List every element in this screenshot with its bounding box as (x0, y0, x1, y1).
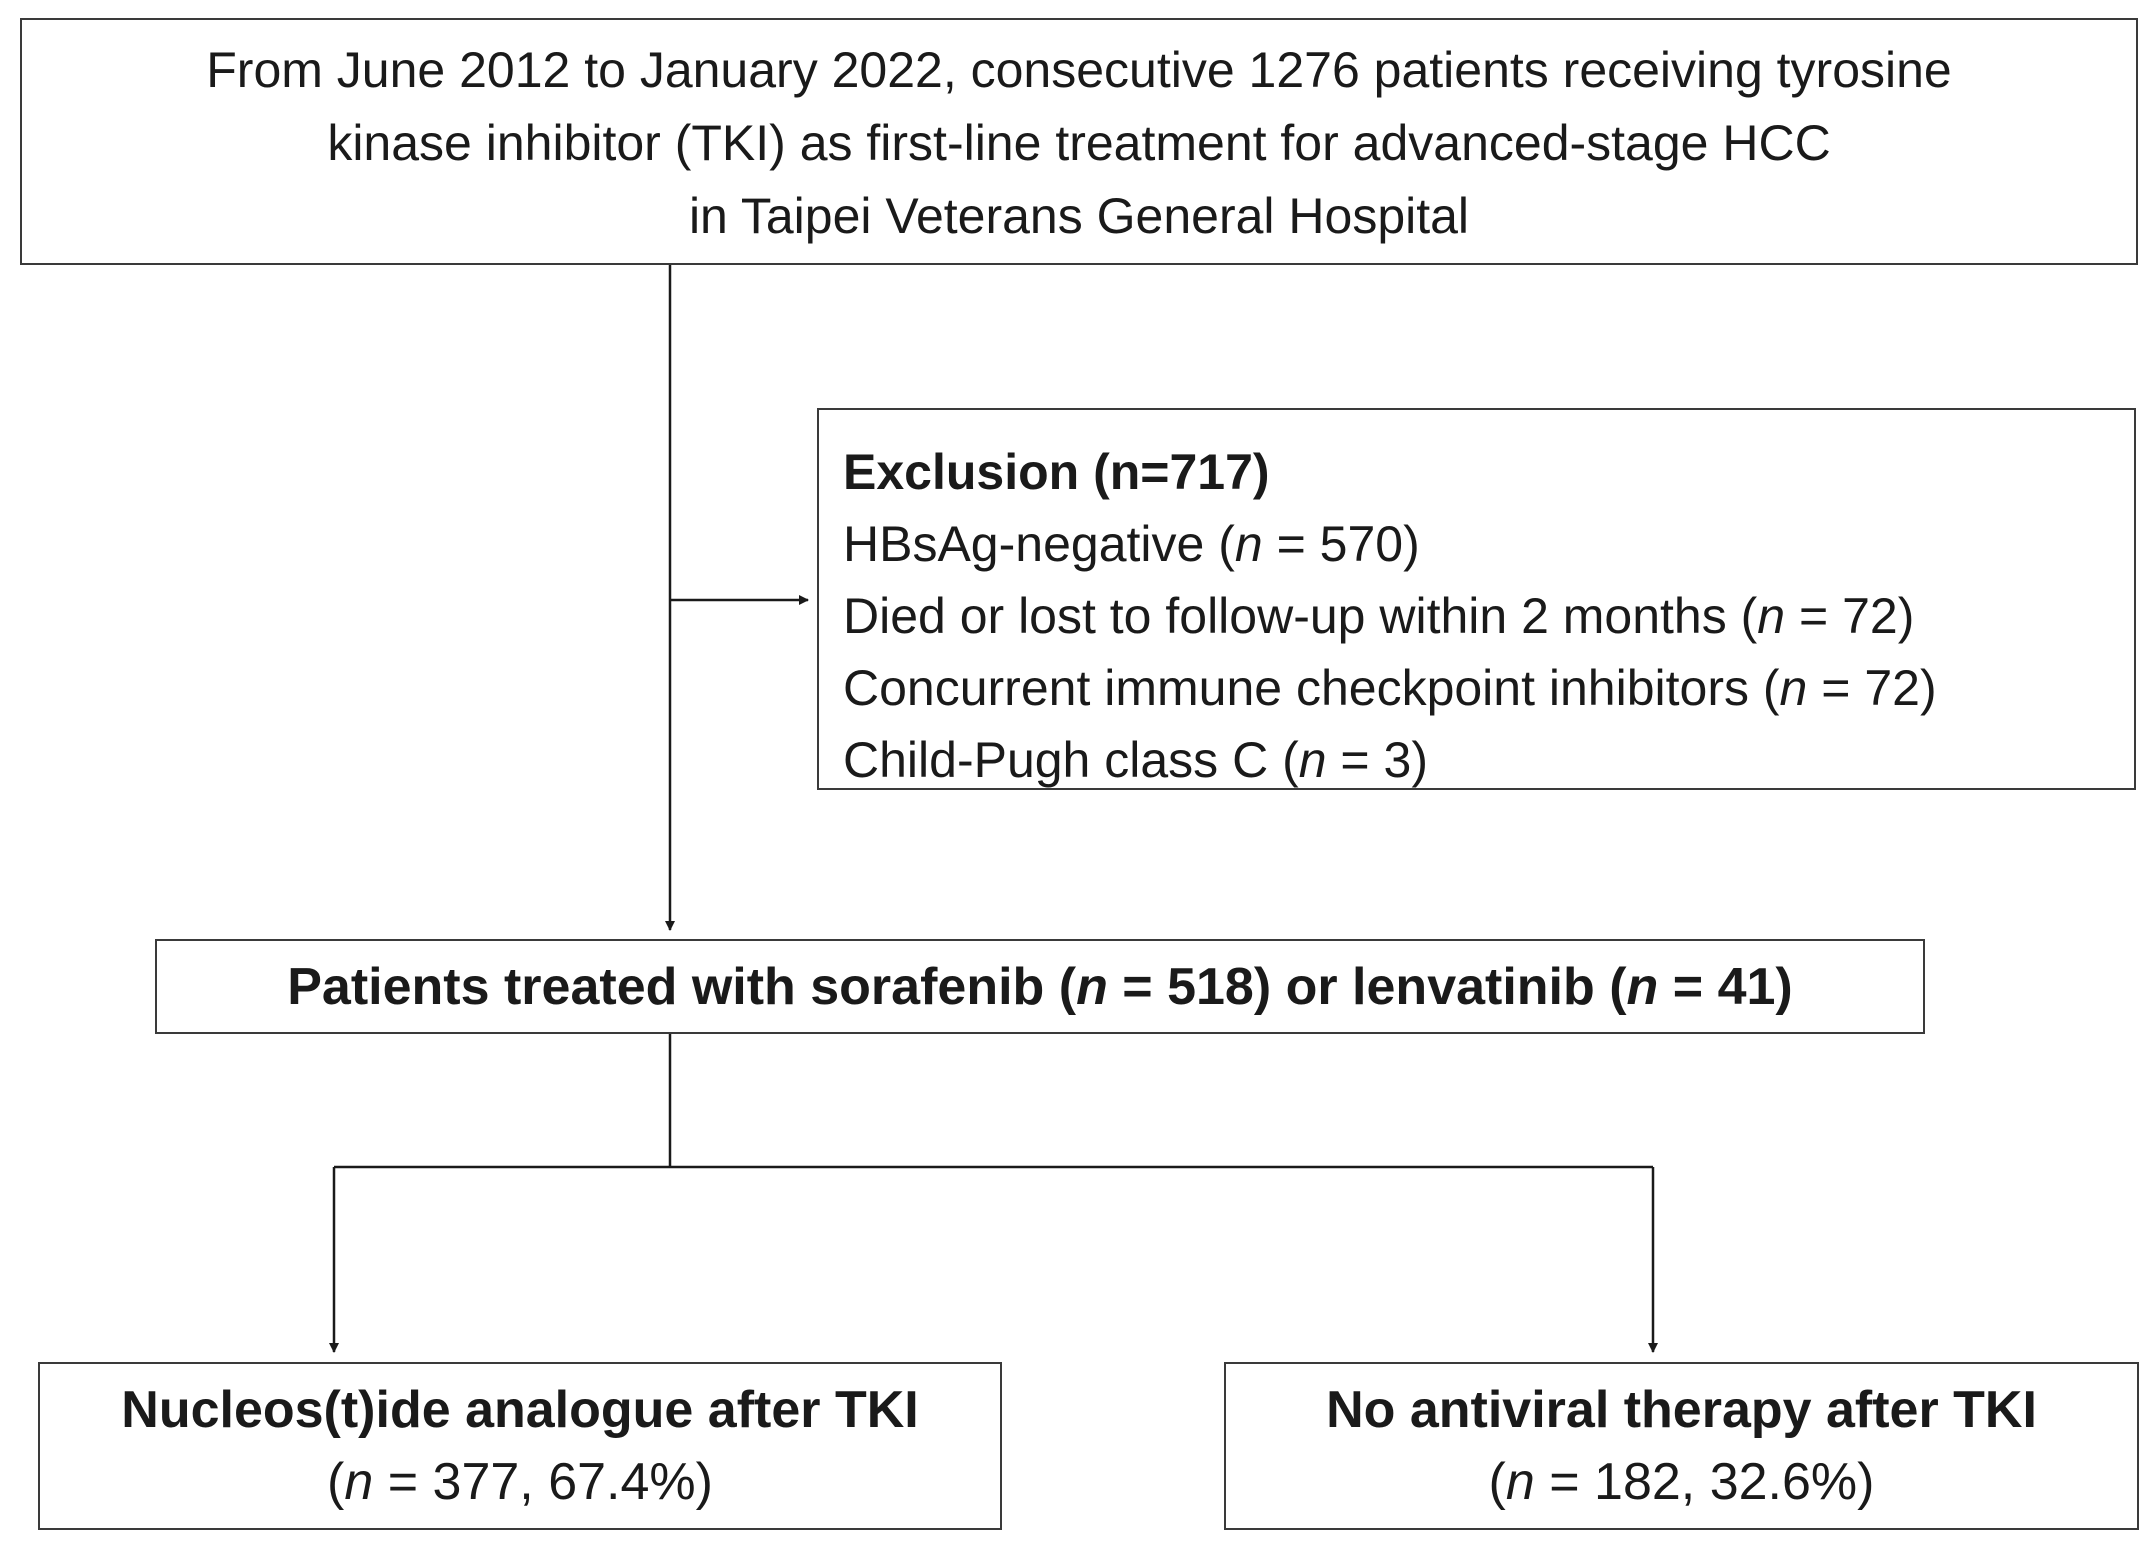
exclusion-box: Exclusion (n=717) HBsAg-negative (n = 57… (817, 408, 2136, 790)
exclusion-item: Concurrent immune checkpoint inhibitors … (843, 660, 1937, 716)
exclusion-item: Died or lost to follow-up within 2 month… (843, 588, 1915, 644)
nucleoside-count: (n = 377, 67.4%) (327, 1453, 713, 1511)
treated-patients-box: Patients treated with sorafenib (n = 518… (155, 939, 1925, 1034)
source-line-1: From June 2012 to January 2022, consecut… (206, 42, 1952, 98)
nucleoside-analogue-box: Nucleos(t)ide analogue after TKI (n = 37… (38, 1362, 1002, 1530)
no-antiviral-box: No antiviral therapy after TKI (n = 182,… (1224, 1362, 2139, 1530)
exclusion-item: Child-Pugh class C (n = 3) (843, 732, 1428, 788)
exclusion-item: HBsAg-negative (n = 570) (843, 516, 1420, 572)
exclusion-title: Exclusion (n=717) (843, 444, 1270, 500)
nucleoside-title: Nucleos(t)ide analogue after TKI (121, 1381, 919, 1439)
source-line-2: kinase inhibitor (TKI) as first-line tre… (327, 115, 1831, 171)
no-antiviral-title: No antiviral therapy after TKI (1326, 1381, 2037, 1439)
treated-label: Patients treated with sorafenib (n = 518… (287, 957, 1793, 1016)
no-antiviral-count: (n = 182, 32.6%) (1488, 1453, 1875, 1511)
source-population-box: From June 2012 to January 2022, consecut… (20, 18, 2138, 265)
source-line-3: in Taipei Veterans General Hospital (688, 188, 1470, 244)
